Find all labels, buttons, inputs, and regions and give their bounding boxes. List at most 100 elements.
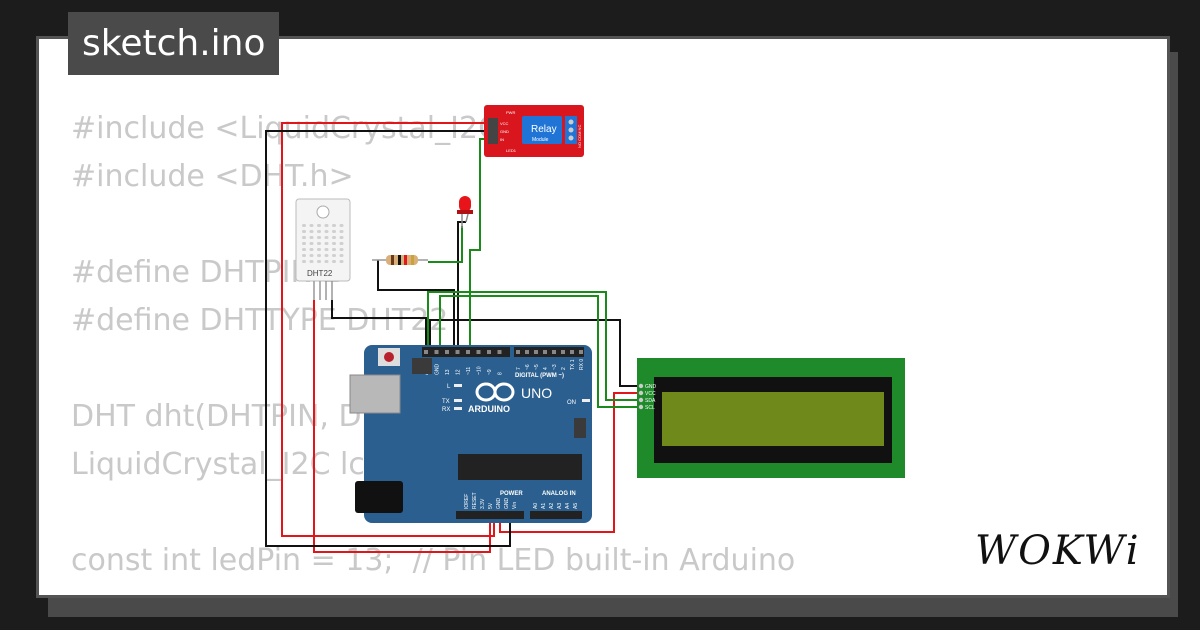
header-pin-label: 2	[561, 367, 567, 370]
power-pin-label: GND	[504, 498, 510, 510]
arduino-on-label: ON	[567, 400, 576, 406]
lcd-pin-label: VCC	[645, 391, 656, 397]
code-line: #include <DHT.h>	[71, 159, 354, 194]
header-pin-label: 12	[456, 369, 462, 375]
dht-vent	[302, 248, 306, 251]
wire-green-sda	[427, 291, 640, 401]
power-pin-label: IOREF	[464, 494, 470, 509]
header-pin[interactable]	[424, 350, 428, 354]
dht-vent	[324, 236, 329, 239]
lcd-pin[interactable]	[638, 390, 644, 396]
arduino-l-label: L	[447, 384, 451, 390]
header-pin[interactable]	[552, 350, 556, 354]
relay-pin-in: IN	[500, 137, 504, 142]
wire-black-relay-gnd	[265, 130, 511, 547]
dht-vent	[302, 224, 306, 227]
header-pin[interactable]	[543, 350, 547, 354]
header-pin[interactable]	[561, 350, 565, 354]
power-pin-label: Vin	[512, 502, 518, 509]
header-pin[interactable]	[455, 350, 460, 354]
header-pin[interactable]	[487, 350, 491, 354]
dht-vent	[332, 242, 336, 245]
analog-label: ANALOG IN	[542, 491, 576, 497]
resistor[interactable]	[372, 255, 428, 265]
header-pin[interactable]	[476, 350, 481, 354]
dht-vent	[317, 224, 321, 227]
dht-vent	[309, 230, 314, 233]
relay-pin-vcc: VCC	[500, 121, 509, 126]
arduino-brand: ARDUINO	[468, 404, 510, 414]
header-pin-label: GND	[435, 364, 441, 376]
relay-led1-label: LED1	[506, 148, 517, 153]
header-pin-label: ~10	[477, 366, 483, 375]
header-pin-label: TX 1	[570, 359, 576, 370]
wire-black-dht-gnd	[331, 300, 427, 356]
dht-vent	[332, 248, 336, 251]
dht22-sensor[interactable]: DHT22	[295, 198, 351, 300]
dht-vent	[332, 260, 336, 263]
dht-vent	[339, 254, 344, 257]
dht-vent	[324, 248, 329, 251]
dht-vent	[332, 254, 336, 257]
header-pin-label: 7	[516, 367, 522, 370]
wire-black-lcd-gnd	[429, 319, 640, 387]
led-red[interactable]	[457, 196, 473, 228]
header-pin-label: ~5	[534, 364, 540, 370]
header-pin[interactable]	[570, 350, 574, 354]
dht-vent	[317, 236, 321, 239]
wires	[265, 122, 640, 553]
analog-pin-label: A0	[533, 503, 539, 509]
wire-red-lcd-vcc	[499, 392, 640, 533]
arduino-rx-label: RX	[442, 407, 450, 413]
dht-vent	[309, 260, 314, 263]
dht-vent	[302, 230, 306, 233]
relay-pins-right: NO COM NC	[577, 125, 582, 148]
dht-vent	[324, 224, 329, 227]
header-pin-label: ~6	[525, 364, 531, 370]
lcd-pin-label: SCL	[645, 405, 655, 411]
dht-vent	[324, 260, 329, 263]
header-pin[interactable]	[445, 350, 449, 354]
dht-vent	[339, 236, 344, 239]
power-pin-label: GND	[496, 498, 502, 510]
page-title: sketch.ino	[68, 12, 280, 75]
relay-module[interactable]: Relay Module VCC GND IN PWR LED1 NO COM …	[484, 105, 584, 157]
wire-green-scl	[439, 295, 640, 408]
header-pin[interactable]	[434, 350, 439, 354]
header-pin[interactable]	[525, 350, 529, 354]
wire-red-dht-vcc	[313, 300, 491, 553]
wire-black-resistor	[377, 260, 455, 348]
header-pin[interactable]	[516, 350, 520, 354]
lcd-pin[interactable]	[638, 397, 644, 403]
wire-green-relay-in	[469, 138, 490, 350]
dht-vent	[339, 248, 344, 251]
header-pin-label: 13	[445, 369, 451, 375]
lcd-pin-label: SDA	[645, 398, 656, 404]
dht-vent	[332, 230, 336, 233]
dht-vent	[317, 248, 321, 251]
header-pin[interactable]	[534, 350, 538, 354]
header-pin[interactable]	[466, 350, 470, 354]
dht-vent	[309, 254, 314, 257]
code-line: const int ledPin = 13; // Pin LED built-…	[71, 543, 796, 578]
dht-vent	[302, 260, 306, 263]
header-pin-label: ~11	[466, 367, 472, 375]
dht-label: DHT22	[307, 269, 333, 278]
analog-pin-label: A4	[565, 503, 571, 509]
header-pin-label: RX 0	[579, 359, 585, 370]
dht-vent	[317, 260, 321, 263]
dht-vent	[309, 248, 314, 251]
code-line: const int relayPin = 12; // Pin untuk LE…	[71, 585, 857, 595]
dht-vent	[324, 242, 329, 245]
lcd-pin[interactable]	[638, 404, 644, 410]
dht-vent	[339, 242, 344, 245]
power-pin-label: 3.3V	[480, 498, 486, 509]
lcd-pin[interactable]	[638, 383, 644, 389]
header-pin[interactable]	[497, 350, 502, 354]
dht-vent-grid	[302, 224, 344, 263]
header-pin[interactable]	[579, 350, 583, 354]
analog-pin-label: A3	[557, 503, 563, 509]
